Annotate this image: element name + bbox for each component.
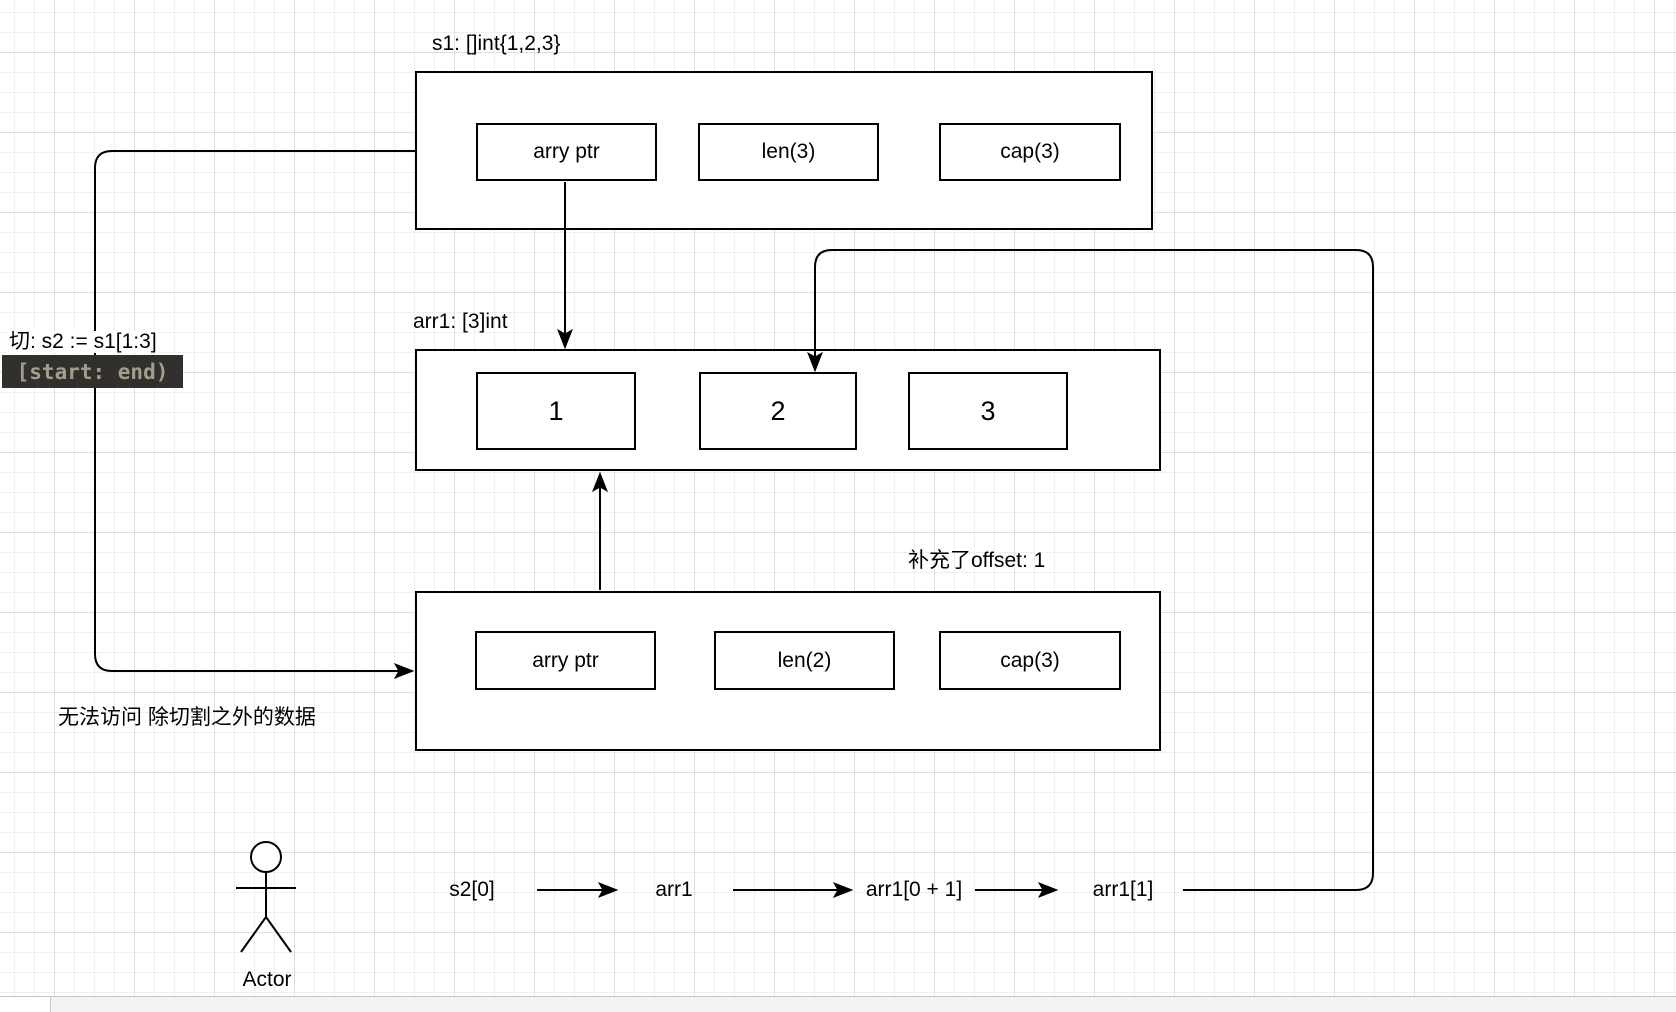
scrollbar-corner — [0, 997, 51, 1012]
arr1-label[interactable]: arr1: [3]int — [413, 310, 508, 333]
s2-cell-arry-ptr[interactable]: arry ptr — [475, 631, 656, 690]
edge-arr1-to-arr1of0plus1[interactable] — [733, 883, 852, 897]
edge-s1ptr-to-arr1[interactable] — [558, 182, 572, 348]
s1-cell-cap-text: cap(3) — [1000, 140, 1060, 163]
s2-cell-cap-text: cap(3) — [1000, 648, 1060, 672]
arr1-cell-1[interactable]: 1 — [476, 372, 636, 450]
no-access-note[interactable]: 无法访问 除切割之外的数据 — [58, 706, 316, 729]
arrowhead — [599, 883, 617, 897]
s1-label[interactable]: s1: []int{1,2,3} — [432, 32, 561, 55]
s1-cell-arry-ptr[interactable]: arry ptr — [476, 123, 657, 181]
actor-icon[interactable] — [236, 842, 296, 952]
s2-cell-len[interactable]: len(2) — [714, 631, 895, 690]
s1-cell-len[interactable]: len(3) — [698, 123, 879, 181]
s2-struct-box[interactable]: arry ptr len(2) cap(3) — [415, 591, 1161, 751]
arr1-array-box[interactable]: 1 2 3 — [415, 349, 1161, 471]
s2-cell-arry-ptr-text: arry ptr — [532, 648, 599, 672]
edge-s2of0-to-arr1[interactable] — [537, 883, 617, 897]
edge-arr1of0plus1-to-arr1of1[interactable] — [975, 883, 1057, 897]
actor-label: Actor — [242, 968, 292, 991]
slice-expression-note[interactable]: 切: s2 := s1[1:3] — [7, 330, 159, 353]
s2-offset-label[interactable]: 补充了offset: 1 — [908, 549, 1046, 572]
chain-item-arr1[interactable]: arr1 — [655, 878, 693, 901]
chain-item-arr1of0plus1[interactable]: arr1[0 + 1] — [865, 878, 963, 901]
arrowhead — [558, 330, 572, 348]
s1-cell-len-text: len(3) — [761, 140, 816, 163]
s1-struct-box[interactable]: arry ptr len(3) cap(3) — [415, 71, 1153, 230]
edge-arr1of1-to-element2[interactable] — [808, 250, 1373, 890]
horizontal-scrollbar[interactable] — [0, 996, 1676, 1012]
chain-item-arr1of1[interactable]: arr1[1] — [1092, 878, 1154, 901]
arr1-cell-2[interactable]: 2 — [699, 372, 857, 450]
arrowhead — [593, 473, 607, 491]
edge-s2-to-arr1[interactable] — [593, 473, 607, 590]
arrowhead — [808, 353, 822, 371]
chain-item-s2of0[interactable]: s2[0] — [449, 878, 495, 901]
arrowhead — [1039, 883, 1057, 897]
arr1-cell-2-text: 2 — [770, 395, 786, 426]
s2-cell-cap[interactable]: cap(3) — [939, 631, 1121, 690]
s1-cell-arry-ptr-text: arry ptr — [533, 140, 600, 163]
arr1-cell-3[interactable]: 3 — [908, 372, 1068, 450]
s1-cell-cap[interactable]: cap(3) — [939, 123, 1121, 181]
s2-cell-len-text: len(2) — [777, 648, 832, 672]
arrowhead — [834, 883, 852, 897]
arrowhead — [395, 664, 413, 678]
arr1-cell-1-text: 1 — [548, 395, 564, 426]
arr1-cell-3-text: 3 — [980, 395, 996, 426]
edge-s1-to-s2[interactable] — [95, 151, 415, 678]
range-badge[interactable]: [start: end) — [2, 355, 183, 388]
